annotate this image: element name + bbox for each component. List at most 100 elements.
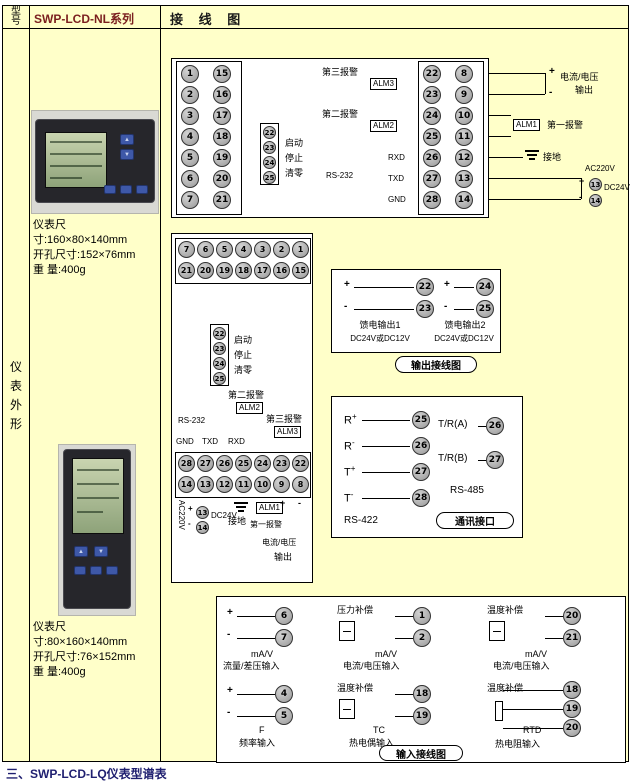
meter-photo-horizontal: ▲ ▼ (31, 110, 159, 214)
input-name: 电流/电压输入 (493, 661, 550, 671)
terminal-22: 22 (213, 327, 226, 340)
terminal-6: 6 (275, 607, 293, 625)
rs422-signal: R (344, 440, 352, 453)
control-terminal-block (260, 123, 279, 185)
terminal-24: 24 (423, 107, 441, 125)
plus-sign: + (227, 685, 233, 696)
terminal-14: 14 (589, 194, 602, 207)
transmitter-symbol-icon (489, 621, 505, 641)
down-arrow-button-icon: ▼ (120, 149, 134, 160)
terminal-18: 18 (213, 128, 231, 146)
wire (237, 694, 275, 695)
panel-button (136, 185, 148, 194)
spec-line: 重 量:400g (33, 666, 86, 678)
dc24v-label: DC24V (211, 511, 237, 520)
terminal-21: 21 (178, 262, 195, 279)
feed-output1-spec: DC24V或DC12V (350, 334, 410, 343)
table-vline-2 (160, 6, 161, 761)
terminal-23: 23 (416, 300, 434, 318)
alarm1-label: 第一报警 (547, 120, 584, 130)
alm1-tag: ALM1 (256, 502, 283, 514)
wire (362, 420, 410, 421)
spec-line: 开孔尺寸:152×76mm (33, 249, 136, 261)
terminal-18: 18 (413, 685, 431, 703)
ground-label: 接地 (543, 152, 562, 162)
output-wiring-diagram: + - 22 23 馈电输出1 DC24V或DC12V + - 24 25 馈电… (331, 269, 501, 353)
alarm3-label: 第三报警 (266, 414, 303, 424)
terminal-13: 13 (197, 476, 214, 493)
meter-body: ▲ ▼ (63, 449, 131, 609)
terminal-14: 14 (455, 191, 473, 209)
compensation-label: 压力补偿 (337, 605, 374, 615)
wire (354, 287, 414, 288)
input-type: RTD (523, 725, 542, 735)
spec-line: 开孔尺寸:76×152mm (33, 651, 136, 663)
plus-sign: + (188, 504, 193, 513)
start-label: 启动 (234, 335, 253, 345)
terminal-17: 17 (254, 262, 271, 279)
terminal-5: 5 (181, 149, 199, 167)
terminal-28: 28 (423, 191, 441, 209)
terminal-10: 10 (254, 476, 271, 493)
rs422-signal: T (344, 466, 351, 479)
terminal-11: 11 (455, 128, 473, 146)
plus-sign: + (444, 279, 450, 290)
plus-sign: + (579, 176, 585, 186)
terminal-10: 10 (455, 107, 473, 125)
terminal-24: 24 (476, 278, 494, 296)
terminal-6: 6 (181, 170, 199, 188)
input-type: F (259, 725, 265, 735)
terminal-5: 5 (216, 241, 233, 258)
terminal-22: 22 (292, 455, 309, 472)
lcd-screen (72, 458, 124, 534)
wire (454, 287, 474, 288)
minus-sign: - (579, 192, 582, 202)
terminal-8: 8 (455, 65, 473, 83)
ac220v-label: AC220V (177, 500, 187, 530)
txd-label: TXD (388, 174, 404, 183)
terminal-14: 14 (178, 476, 195, 493)
plus-sign: + (280, 498, 286, 508)
spec-line: 仪表尺寸:80×160×140mm (33, 621, 128, 648)
rxd-label: RXD (388, 153, 405, 162)
wire (237, 616, 275, 617)
minus-sign: - (549, 87, 553, 98)
lcd-screen (45, 132, 107, 188)
next-section-title: 三、SWP-LCD-LQ仪表型谱表 (6, 767, 167, 781)
input-name: 电流/电压输入 (343, 661, 400, 671)
terminal-25: 25 (423, 128, 441, 146)
rxd-label: RXD (228, 437, 245, 446)
model-header-cell: 型号 (3, 6, 29, 28)
terminal-4: 4 (275, 685, 293, 703)
txd-label: TXD (202, 437, 218, 446)
minus-sign: - (227, 707, 231, 718)
terminal-9: 9 (273, 476, 290, 493)
alm1-tag: ALM1 (513, 119, 540, 131)
terminal-4: 4 (235, 241, 252, 258)
terminal-25: 25 (263, 171, 276, 184)
comm-interface-diagram: R+ 25 R- 26 T+ 27 T- 28 RS-422 T/R(A) 26… (331, 396, 523, 538)
terminal-16: 16 (273, 262, 290, 279)
terminal-9: 9 (455, 86, 473, 104)
terminal-18: 18 (235, 262, 252, 279)
plus-sign: + (344, 279, 350, 290)
ac220v-label: AC220V (585, 164, 615, 173)
wire (237, 716, 275, 717)
terminal-3: 3 (181, 107, 199, 125)
terminal-19: 19 (563, 700, 581, 718)
output-label-2: 输出 (575, 85, 594, 95)
feed-output2-spec: DC24V或DC12V (434, 334, 494, 343)
wire (395, 694, 413, 695)
wire (503, 709, 563, 710)
compensation-label: 温度补偿 (487, 605, 524, 615)
stop-label: 停止 (285, 153, 304, 163)
wiring-table: 型号 SWP-LCD-NL系列 接 线 图 仪表外形 ▲ ▼ 仪表尺寸:160×… (2, 5, 630, 763)
wire (545, 616, 563, 617)
dc24v-label: DC24V (604, 183, 630, 192)
feed-output2-label: 馈电输出2 (444, 320, 486, 330)
wire (362, 472, 410, 473)
